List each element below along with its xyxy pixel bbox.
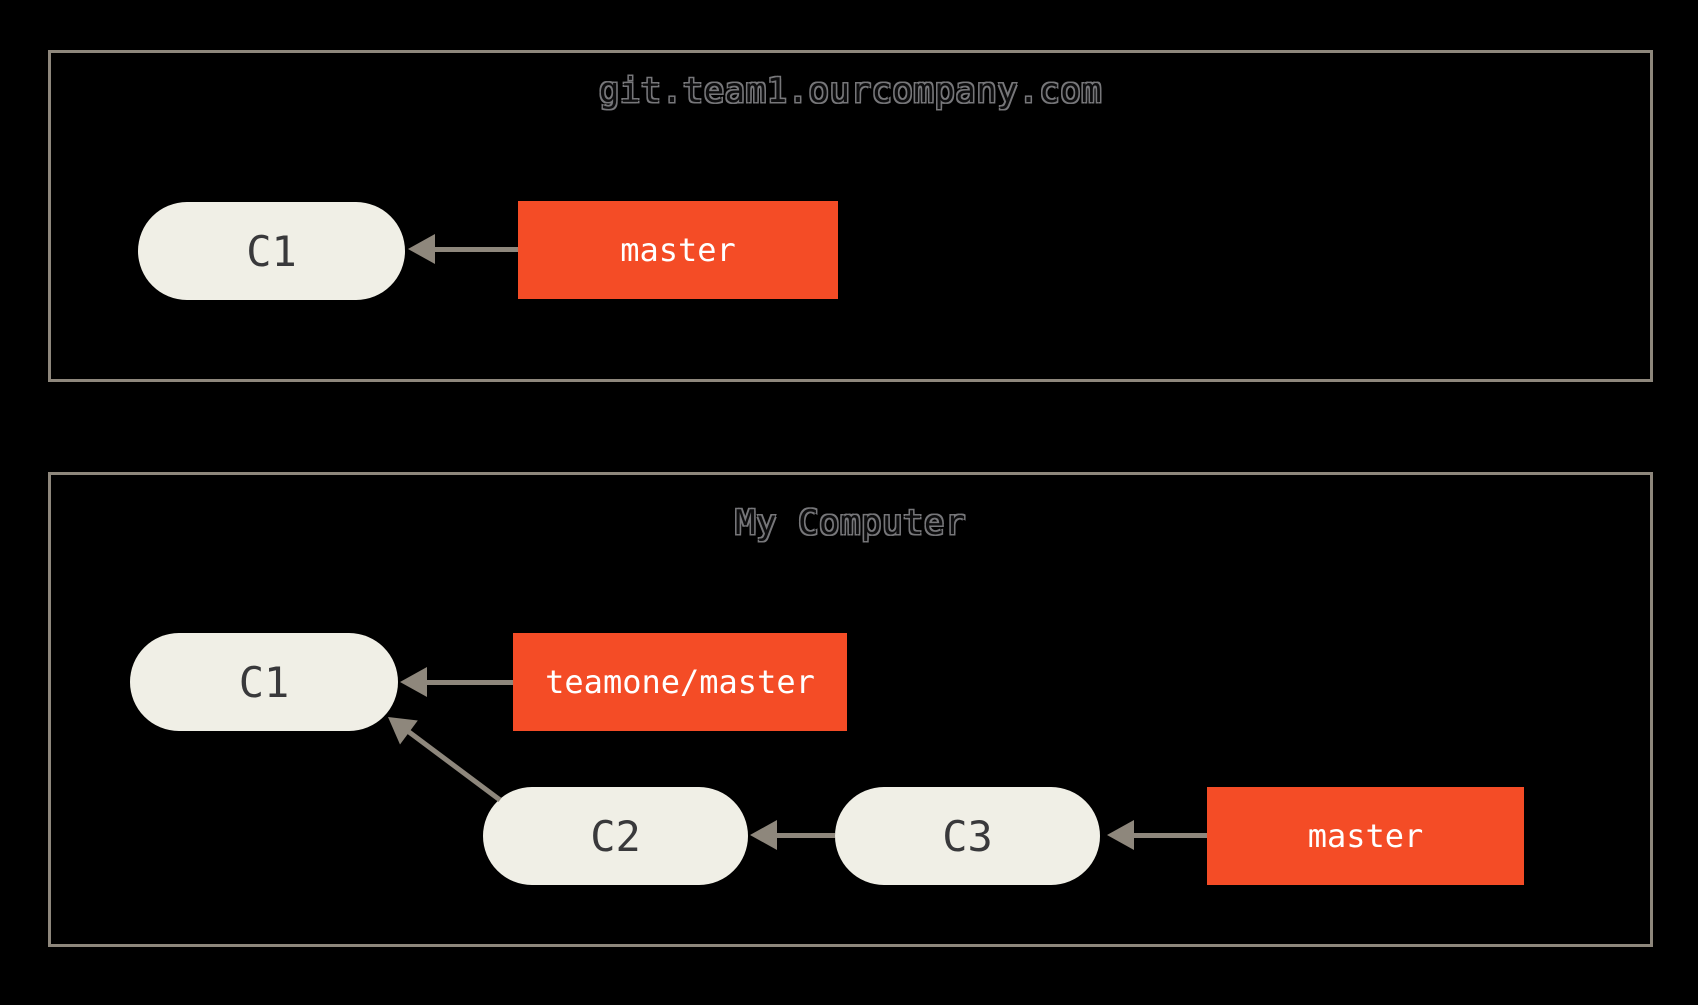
- commit-label: C1: [246, 226, 297, 276]
- local-computer-panel: My Computer C1 teamone/master C2 C3: [48, 472, 1653, 947]
- branch-label: master: [1307, 817, 1424, 855]
- commit-label: C2: [590, 811, 641, 861]
- remote-panel-title: git.team1.ourcompany.com: [598, 71, 1103, 111]
- arrow-line: [434, 247, 518, 252]
- commit-node-c3-local: C3: [835, 787, 1100, 885]
- arrow-head-left-icon: [408, 234, 435, 264]
- arrow-line: [776, 833, 835, 838]
- arrow-line: [407, 729, 502, 803]
- commit-label: C1: [238, 657, 290, 707]
- arrow-head-left-icon: [750, 820, 777, 850]
- arrow-line: [1133, 833, 1207, 838]
- branch-box-master-remote: master: [518, 201, 838, 299]
- branch-box-master-local: master: [1207, 787, 1524, 885]
- arrow-head-left-icon: [1107, 820, 1134, 850]
- arrow-head-left-icon: [400, 667, 427, 697]
- branch-label: master: [620, 231, 736, 269]
- branch-box-teamone-master: teamone/master: [513, 633, 847, 731]
- arrow-line: [426, 680, 513, 685]
- arrow-head-diagonal-icon: [388, 717, 418, 745]
- branch-label: teamone/master: [545, 663, 815, 701]
- local-panel-title: My Computer: [735, 503, 966, 543]
- commit-node-c1-remote: C1: [138, 202, 405, 300]
- commit-label: C3: [942, 811, 993, 861]
- remote-repo-panel: git.team1.ourcompany.com C1 master: [48, 50, 1653, 382]
- commit-node-c2-local: C2: [483, 787, 748, 885]
- commit-node-c1-local: C1: [130, 633, 398, 731]
